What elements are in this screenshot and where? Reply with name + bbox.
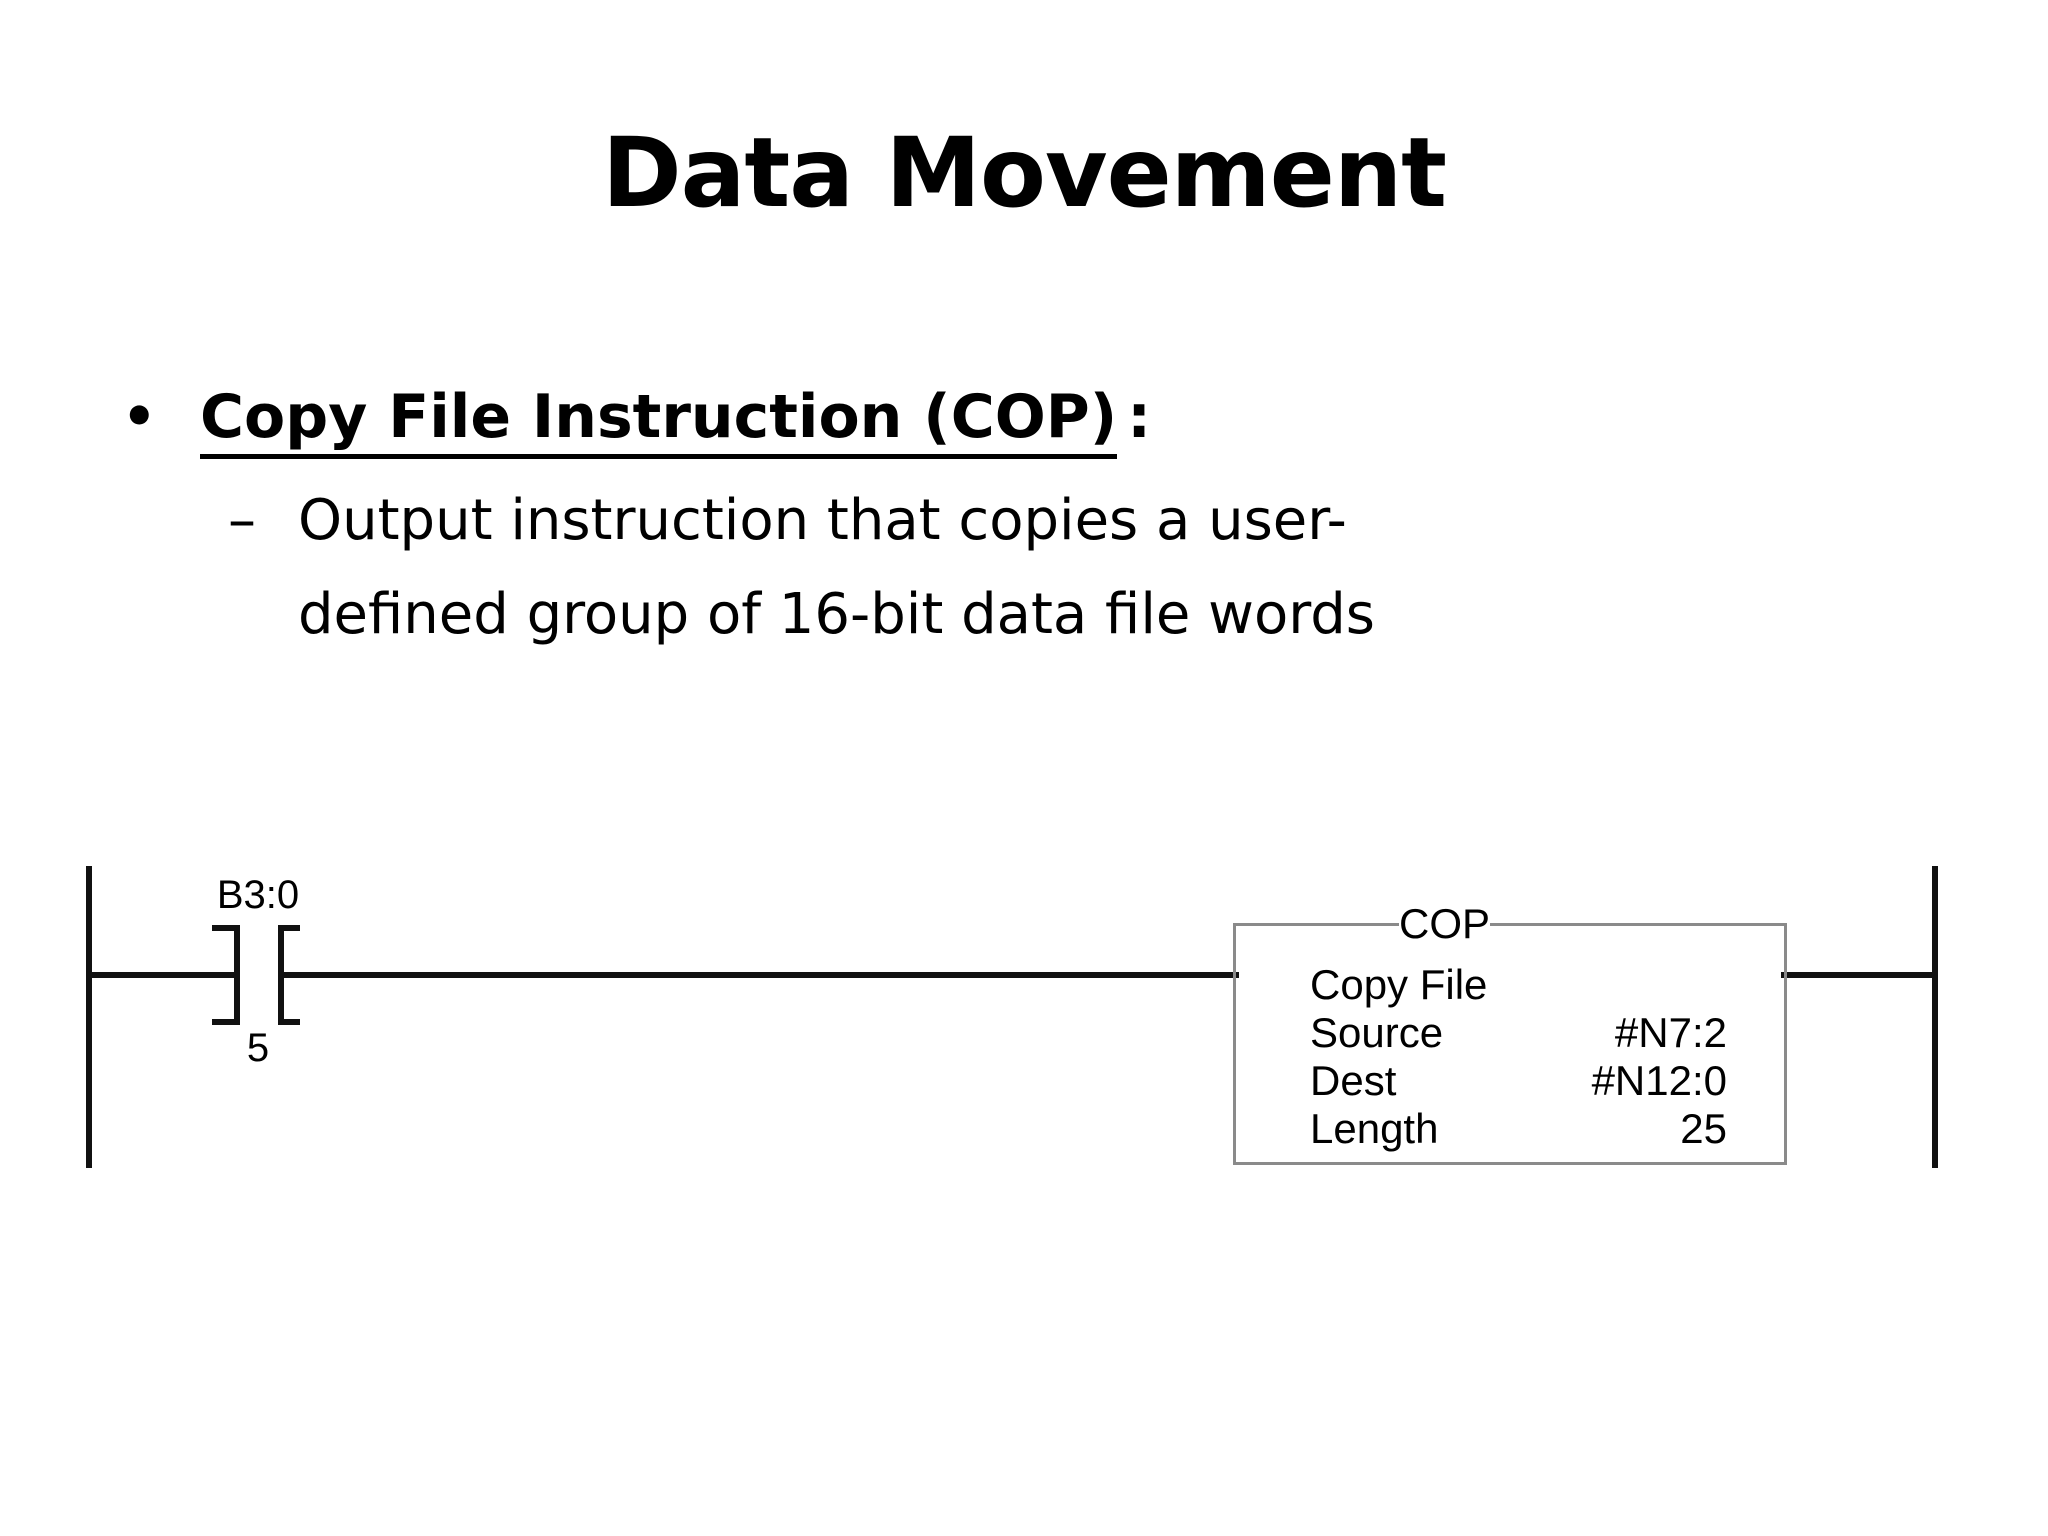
cop-instruction-block: COP Copy File Source #N7:2 Dest #N12:0 L… <box>1233 899 1787 1165</box>
cop-row-copy-file: Copy File <box>1310 961 1727 1008</box>
right-power-rail <box>1932 866 1938 1168</box>
bullet-level2-label: Output instruction that copies a user-de… <box>298 488 1375 647</box>
bullet-level2: – Output instruction that copies a user-… <box>0 474 1480 662</box>
contact-left-bottom-stub <box>212 1019 234 1025</box>
cop-instruction-title: COP <box>1399 899 1491 949</box>
bullet-marker-icon: • <box>122 385 157 448</box>
cop-row-value: 25 <box>1680 1105 1727 1152</box>
contact-right-bar <box>278 925 284 1025</box>
cop-border-top-right <box>1490 923 1787 926</box>
cop-border-bottom <box>1233 1162 1787 1165</box>
contact-left-bar <box>234 925 240 1025</box>
dash-marker-icon: – <box>228 488 256 553</box>
contact-bit-number-label: 5 <box>246 1026 270 1070</box>
contact-right-bottom-stub <box>278 1019 300 1025</box>
rung-wire-left <box>86 972 234 978</box>
cop-row-length: Length 25 <box>1310 1105 1727 1152</box>
rung-wire-middle <box>284 972 1239 978</box>
bullet-level1-label: Copy File Instruction (COP) <box>200 382 1118 459</box>
cop-row-dest: Dest #N12:0 <box>1310 1057 1727 1104</box>
bullet-list: • Copy File Instruction (COP): – Output … <box>0 378 2048 662</box>
cop-row-label: Source <box>1310 1009 1444 1056</box>
left-power-rail <box>86 866 92 1168</box>
cop-parameter-rows: Copy File Source #N7:2 Dest #N12:0 Lengt… <box>1233 923 1787 1165</box>
page-title: Data Movement <box>601 117 1447 229</box>
cop-row-value: #N7:2 <box>1614 1009 1727 1056</box>
bullet-level1-colon: : <box>1127 382 1152 452</box>
cop-row-label: Copy File <box>1310 961 1488 1008</box>
cop-border-top-left <box>1233 923 1399 926</box>
contact-address-label: B3:0 <box>216 873 300 917</box>
cop-row-value: #N12:0 <box>1591 1057 1727 1104</box>
cop-border-left <box>1233 923 1236 1165</box>
rung-wire-right <box>1781 972 1938 978</box>
normally-open-contact-icon <box>212 925 300 1025</box>
bullet-level1: • Copy File Instruction (COP): <box>0 378 2048 459</box>
cop-border-right <box>1784 923 1787 1165</box>
contact-left-top-stub <box>212 925 234 931</box>
cop-row-label: Length <box>1310 1105 1439 1152</box>
cop-row-label: Dest <box>1310 1057 1397 1104</box>
cop-row-source: Source #N7:2 <box>1310 1009 1727 1056</box>
contact-right-top-stub <box>278 925 300 931</box>
